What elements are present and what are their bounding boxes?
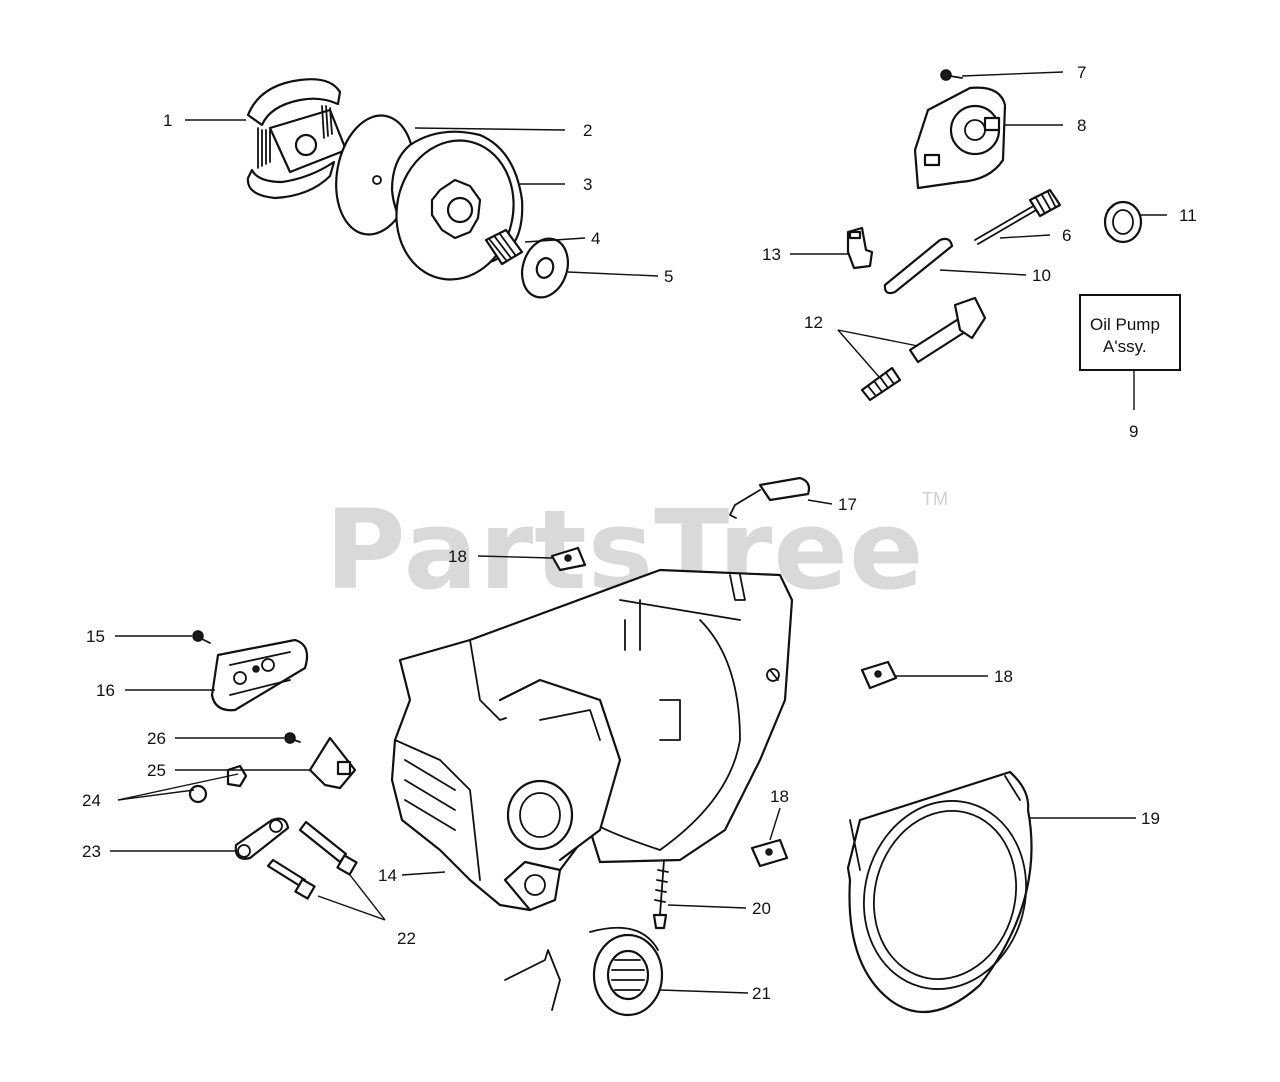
- callout-10: 10: [1032, 266, 1051, 285]
- callout-25: 25: [147, 761, 166, 780]
- callout-3: 3: [583, 175, 592, 194]
- part-16-bar-plate[interactable]: [210, 638, 309, 712]
- part-23-tensioner[interactable]: [234, 817, 290, 860]
- callout-26: 26: [147, 729, 166, 748]
- callout-16: 16: [96, 681, 115, 700]
- part-10-tube[interactable]: [883, 237, 954, 295]
- callout-2: 2: [583, 121, 592, 140]
- oil-pump-label-line2: A'ssy.: [1103, 337, 1147, 356]
- callout-9: 9: [1129, 422, 1138, 441]
- part-8-pump-cover[interactable]: [913, 86, 1007, 190]
- callout-15: 15: [86, 627, 105, 646]
- callout-12: 12: [804, 313, 823, 332]
- leader-lines: [110, 71, 1167, 994]
- part-6-worm-shaft[interactable]: [974, 188, 1062, 245]
- part-11-worm-gear[interactable]: [1103, 200, 1143, 244]
- part-18-clip-bottom[interactable]: [750, 838, 789, 868]
- callout-11: 11: [1179, 206, 1197, 225]
- part-4-bearing[interactable]: [484, 228, 524, 266]
- part-18-clip-top[interactable]: [550, 546, 587, 572]
- part-17-lever[interactable]: [729, 476, 811, 519]
- callout-18-bottom: 18: [770, 787, 789, 806]
- callout-7: 7: [1077, 63, 1086, 82]
- part-19-cover[interactable]: [843, 770, 1047, 1014]
- oil-pump-label-line1: Oil Pump: [1090, 315, 1160, 334]
- callout-8: 8: [1077, 116, 1086, 135]
- part-1-clutch[interactable]: [246, 78, 348, 200]
- callout-5: 5: [664, 267, 673, 286]
- callout-20: 20: [752, 899, 771, 918]
- part-24-nuts[interactable]: [188, 764, 248, 804]
- part-21-cap-spring[interactable]: [504, 926, 664, 1017]
- part-22-adjusting-screws[interactable]: [266, 820, 358, 900]
- callout-17: 17: [838, 495, 857, 514]
- callout-1: 1: [163, 111, 172, 130]
- callout-21: 21: [752, 984, 771, 1003]
- callout-24: 24: [82, 791, 101, 810]
- part-13-clip[interactable]: [846, 226, 874, 270]
- trademark-mark: TM: [922, 489, 948, 509]
- part-5-washer[interactable]: [515, 233, 575, 304]
- callout-19: 19: [1141, 809, 1160, 828]
- callout-6: 6: [1062, 226, 1071, 245]
- callout-23: 23: [82, 842, 101, 861]
- callout-13: 13: [762, 245, 781, 264]
- part-12-piston-spring[interactable]: [860, 296, 987, 402]
- callout-14: 14: [378, 866, 397, 885]
- part-15-screw[interactable]: [192, 630, 211, 644]
- callout-numbers: 1 2 3 4 5 7 8 11 6 13 10 12 9 17 18 15 1…: [82, 63, 1197, 1003]
- callout-18-right: 18: [994, 667, 1013, 686]
- part-26-nut[interactable]: [284, 732, 301, 744]
- callout-22: 22: [397, 929, 416, 948]
- part-20-screw[interactable]: [652, 859, 669, 930]
- callout-18-top: 18: [448, 547, 467, 566]
- part-14-crankcase[interactable]: [390, 568, 794, 912]
- oil-pump-assembly-box[interactable]: Oil Pump A'ssy.: [1079, 294, 1181, 371]
- part-7-screw[interactable]: [940, 69, 963, 81]
- callout-4: 4: [591, 229, 600, 248]
- part-25-bracket[interactable]: [308, 736, 357, 790]
- part-18-clip-right[interactable]: [860, 660, 898, 690]
- part-3-drum[interactable]: [384, 129, 527, 290]
